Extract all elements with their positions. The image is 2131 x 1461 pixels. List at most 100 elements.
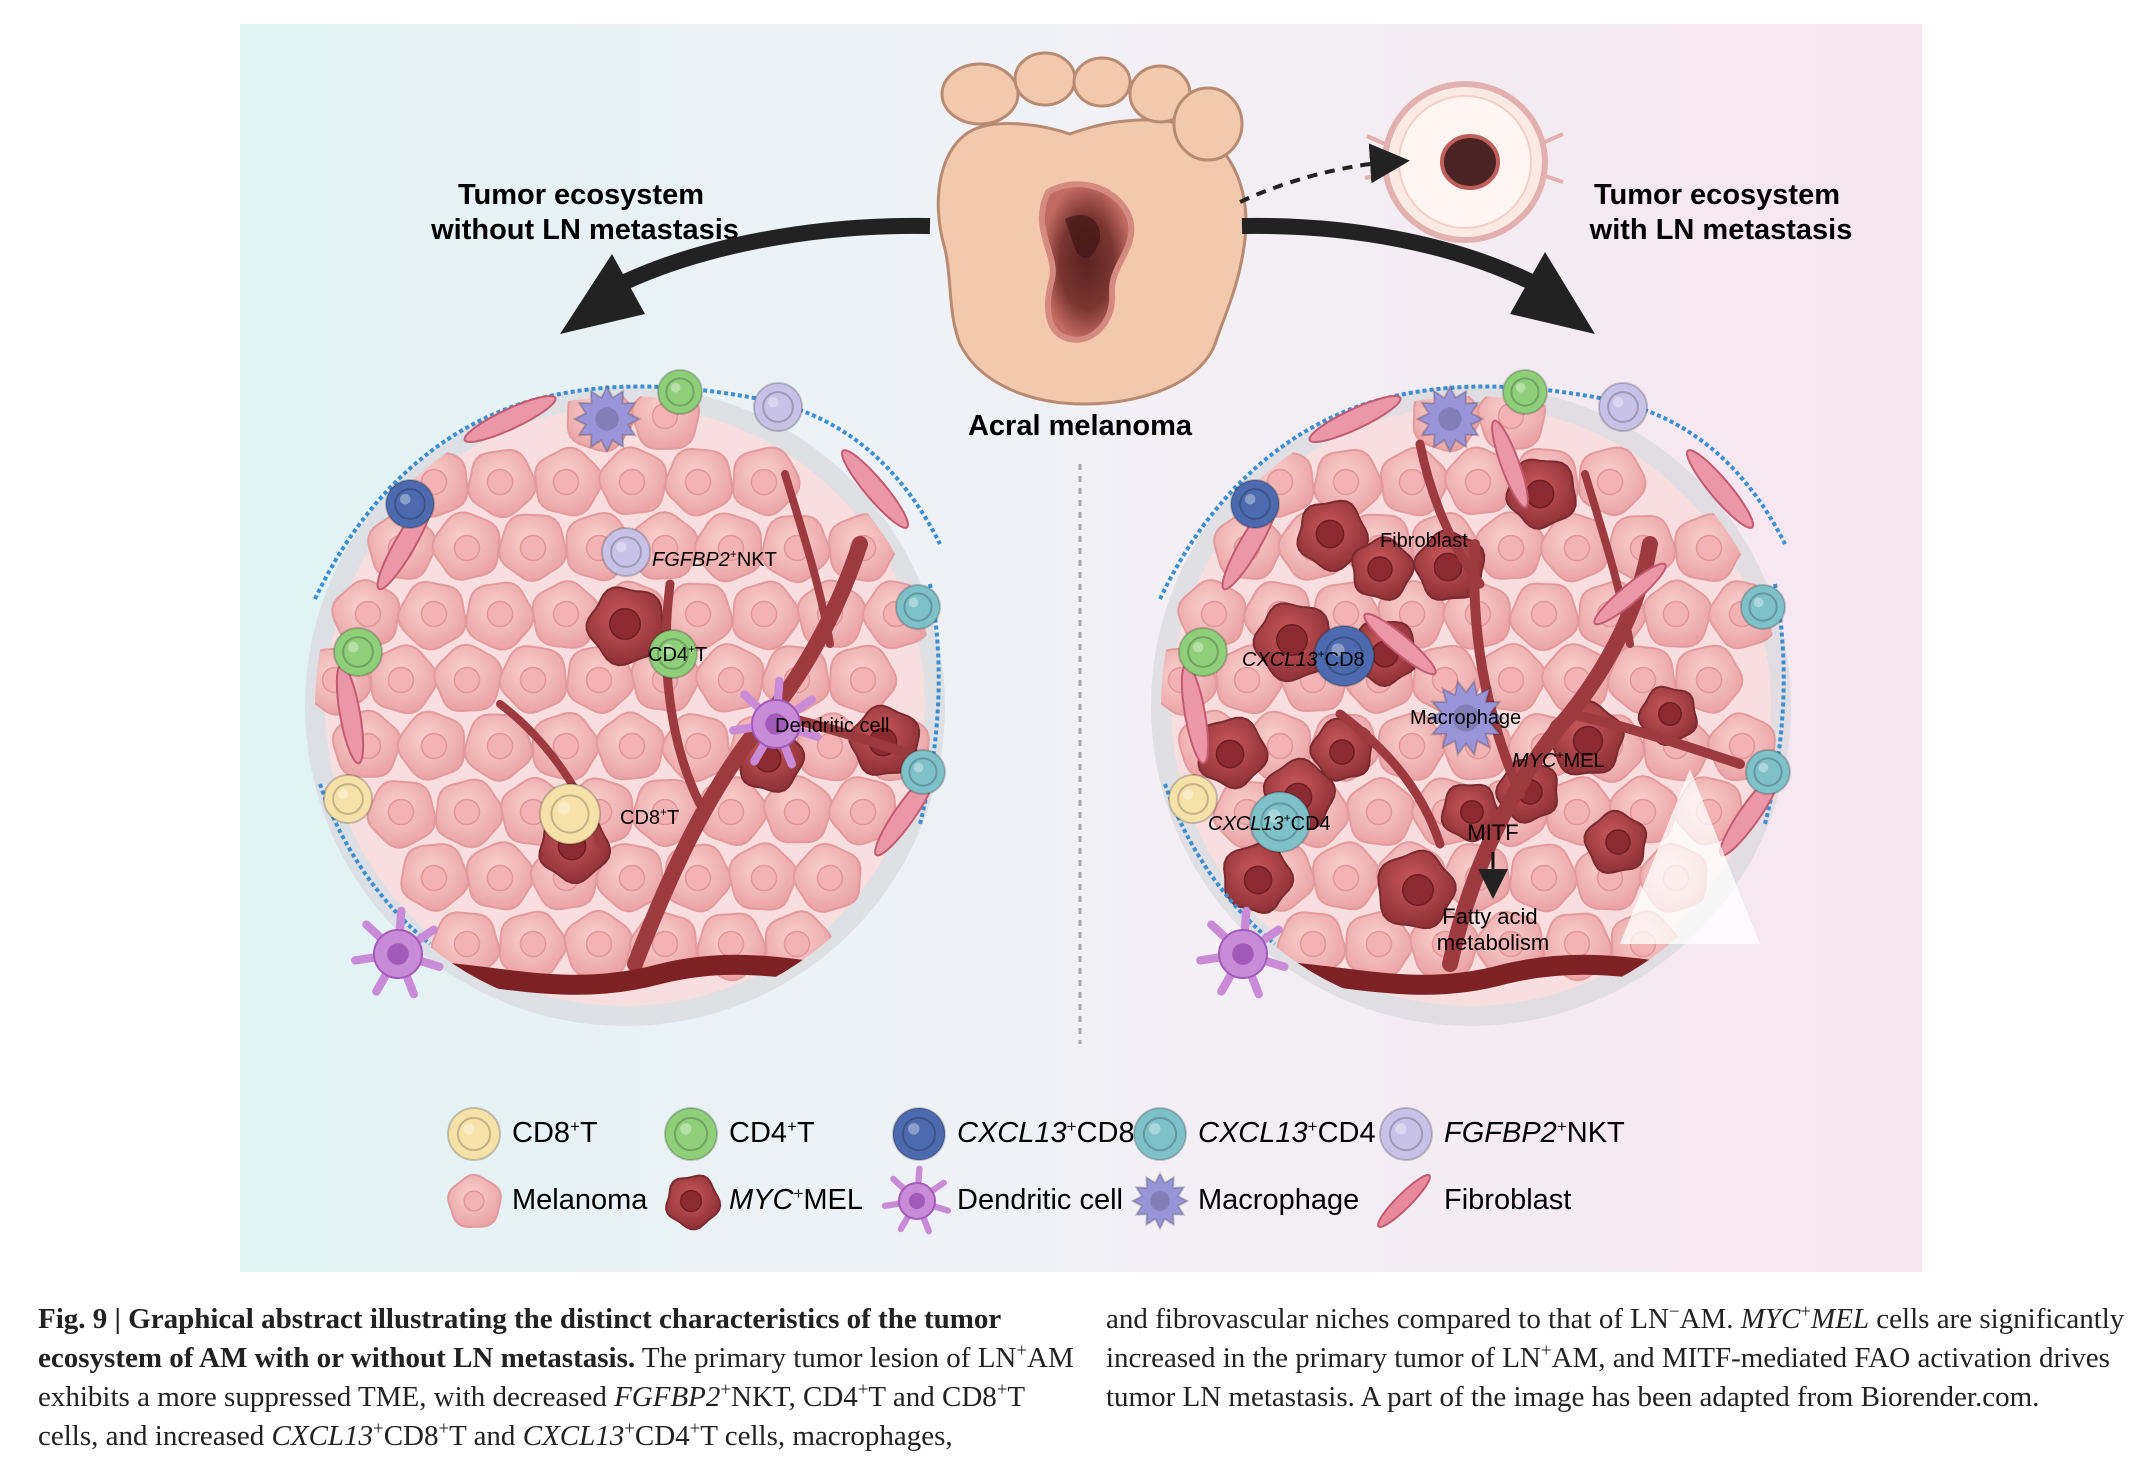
legend-label: FGFBP2+NKT: [1444, 1117, 1625, 1149]
melanoma-cell: [828, 776, 897, 846]
figure-label: Fig. 9 |: [38, 1303, 129, 1335]
melanoma-cell: [595, 711, 665, 781]
label-fgfbp2-nkt: FGFBP2+NKT: [652, 547, 777, 571]
figure-title: Graphical abstract illustrating the dist…: [38, 1303, 1001, 1374]
right-branch-arrow: [1241, 217, 1549, 297]
caption-sup: +: [1540, 1340, 1552, 1362]
melanoma-cell: [400, 843, 470, 912]
legend-label: CXCL13+CD8: [957, 1117, 1135, 1149]
caption-italic: MYC: [1740, 1303, 1801, 1335]
melanoma-cell: [731, 580, 801, 651]
foot-illustration: [936, 51, 1248, 406]
label-cd4t: CD4+T: [648, 642, 707, 666]
myc-mel-cell: [1377, 849, 1457, 930]
myc-mel-cell: [1637, 685, 1698, 747]
caption-sup: +: [1800, 1301, 1812, 1323]
melanoma-cell: [598, 446, 668, 516]
label-cxcl13-cd4: CXCL13+CD4: [1208, 811, 1331, 835]
caption-italic: MEL: [1811, 1303, 1870, 1335]
cd4t-cell-icon: [664, 1107, 718, 1161]
legend-label: Fibroblast: [1444, 1184, 1571, 1216]
cd8t-cell-icon: [447, 1107, 501, 1161]
melanoma-cell-icon: [447, 1173, 502, 1229]
melanoma-cell: [431, 511, 501, 581]
melanoma-cell: [1675, 644, 1744, 714]
cxcl13-cd4-cell-icon: [1133, 1107, 1187, 1161]
cd8t-cell-icon: [447, 1107, 501, 1161]
melanoma-cell: [792, 842, 862, 913]
caption-sup: +: [720, 1379, 732, 1401]
melanoma-cell: [465, 581, 535, 651]
melanoma-cell-icon: [447, 1173, 502, 1229]
caption-text: AM exhibits a more suppressed TME, with …: [38, 1342, 1074, 1413]
label-macrophage: Macrophage: [1410, 707, 1521, 729]
caption-sup: −: [1668, 1301, 1680, 1323]
melanoma-cell: [664, 447, 734, 517]
caption-text: cells are significantly increased in the…: [1106, 1303, 2125, 1374]
legend-item: CD8+T: [447, 1107, 598, 1161]
legend-item: CD4+T: [664, 1107, 815, 1161]
legend-label-main: Dendritic cell: [957, 1184, 1123, 1216]
melanoma-cell: [498, 645, 568, 714]
label-fatty-acid-metabolism: Fatty acid metabolism: [1437, 904, 1549, 955]
cxcl13-cd8-cell-icon: [892, 1107, 946, 1161]
legend-item: Dendritic cell: [881, 1165, 1123, 1235]
legend-item: MYC+MEL: [665, 1174, 863, 1231]
cell-legend: CD8+T CD4+T CXCL13+CD8 CXCL13+CD4 FGFBP2+NKT…: [447, 1107, 1625, 1235]
melanoma-cell: [563, 909, 633, 978]
melanoma-cell: [534, 446, 604, 517]
legend-label: MYC+MEL: [729, 1184, 863, 1216]
melanoma-cell: [1642, 579, 1712, 648]
melanoma-cell: [829, 644, 898, 714]
fgfbp2-nkt-cell: [601, 527, 651, 577]
caption-text: T and: [449, 1420, 523, 1452]
caption-italic: FGFBP2: [614, 1381, 721, 1413]
myc-mel-cell: [1252, 602, 1333, 683]
legend-label-rest: MEL: [803, 1184, 863, 1216]
cxcl13-cd4-cell-icon: [1133, 1107, 1187, 1161]
legend-item: Fibroblast: [1377, 1174, 1571, 1228]
dendritic-cell-icon: [881, 1165, 952, 1235]
caption-sup: +: [689, 1418, 701, 1440]
legend-item: FGFBP2+NKT: [1379, 1107, 1625, 1161]
legend-label-sup: +: [1067, 1117, 1077, 1136]
dendritic-cell-icon: [881, 1165, 952, 1235]
cxcl13-cd8-cell: [385, 479, 435, 529]
mitf-highlight: [1620, 769, 1760, 944]
cd4t-cell: [657, 369, 703, 415]
legend-label-main: Fibroblast: [1444, 1184, 1571, 1216]
caption-text: T and CD8: [868, 1381, 997, 1413]
legend-label: CXCL13+CD4: [1198, 1117, 1376, 1149]
caption-italic: CXCL13: [271, 1420, 374, 1452]
melanoma-cell: [1344, 910, 1414, 980]
myc-mel-cell: [585, 586, 666, 667]
caption-text: and fibrovascular niches compared to tha…: [1106, 1303, 1669, 1335]
melanoma-cell: [531, 711, 601, 781]
label-cxcl13-cd8: CXCL13+CD8: [1242, 647, 1365, 671]
fgfbp2-nkt-cell: [1598, 382, 1648, 432]
melanoma-cell: [465, 841, 536, 911]
melanoma-cell: [369, 644, 439, 715]
cxcl13-cd8-cell: [1230, 479, 1280, 529]
caption-sup: +: [996, 1379, 1008, 1401]
cd4t-cell: [1502, 369, 1548, 415]
figure-canvas: Tumor ecosystem without LN metastasis Tu…: [240, 24, 1922, 1272]
legend-label: Dendritic cell: [957, 1184, 1123, 1216]
caption-left-column: Fig. 9 | Graphical abstract illustrating…: [38, 1300, 1078, 1456]
melanoma-cell: [498, 513, 568, 583]
legend-label-sup: +: [793, 1184, 803, 1203]
myc-mel-cell: [1351, 536, 1415, 601]
fgfbp2-nkt-cell: [753, 382, 803, 432]
caption-text: T cells, and increased: [38, 1381, 1025, 1452]
legend-label-sup: +: [1557, 1117, 1567, 1136]
cd8t-cell: [1168, 774, 1218, 824]
legend-label-main: CD4: [729, 1117, 787, 1149]
melanoma-cell: [1311, 841, 1382, 911]
metastasis-dashed-arrow: [1239, 143, 1410, 204]
legend-item: CXCL13+CD4: [1133, 1107, 1376, 1161]
label-mitf: MITF: [1467, 820, 1518, 845]
melanoma-cell: [762, 775, 833, 844]
fibroblast-icon: [1377, 1174, 1431, 1228]
legend-label-main: CD8: [512, 1117, 570, 1149]
title-right: Tumor ecosystem with LN metastasis: [1589, 179, 1853, 246]
